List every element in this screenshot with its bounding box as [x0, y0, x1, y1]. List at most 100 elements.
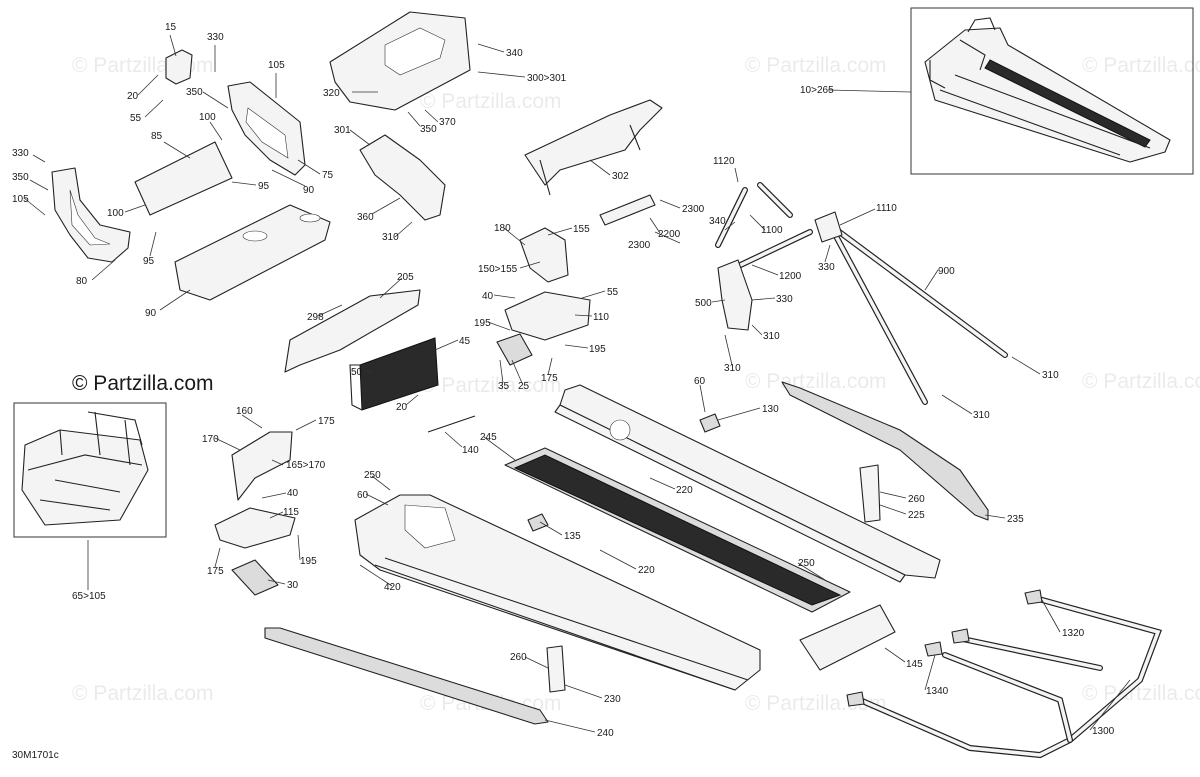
callout-label: 230: [604, 694, 621, 705]
callout-label: 250: [364, 470, 381, 481]
callout-label: 1320: [1062, 628, 1085, 639]
callout-label: 100: [107, 208, 124, 219]
callout-label: 330: [12, 148, 29, 159]
callout-label: 105: [12, 194, 29, 205]
watermark-text: © Partzilla.com: [745, 370, 887, 393]
callout-label: 500: [695, 298, 712, 309]
watermark-text: © Partzilla.com: [420, 90, 562, 113]
callout-label: 2300: [682, 204, 705, 215]
watermark-text: © Partzilla.com: [745, 54, 887, 77]
callout-label: 65>105: [72, 591, 106, 602]
callout-label: 220: [676, 485, 693, 496]
callout-labels: 15 330 105 20 55 350 100 85 330 350 105 …: [12, 22, 1115, 739]
callout-label: 45: [459, 336, 471, 347]
callout-label: 225: [908, 510, 925, 521]
callout-label: 25: [518, 381, 530, 392]
figure-code: 30M1701c: [12, 750, 59, 761]
callout-label: 310: [724, 363, 741, 374]
callout-label: 320: [323, 88, 340, 99]
callout-label: 350: [186, 87, 203, 98]
callout-label: 330: [776, 294, 793, 305]
callout-label: 900: [938, 266, 955, 277]
callout-label: 105: [268, 60, 285, 71]
callout-label: 10>265: [800, 85, 834, 96]
callout-label: 1300: [1092, 726, 1115, 737]
watermark-text: © Partzilla.com: [72, 682, 214, 705]
callout-label: 165>170: [286, 460, 326, 471]
callout-label: 55: [130, 113, 142, 124]
callout-label: 2200: [658, 229, 681, 240]
callout-label: 30: [287, 580, 299, 591]
callout-label: 155: [573, 224, 590, 235]
inset-assembly-65-105: [13, 402, 167, 538]
callout-label: 300>301: [527, 73, 567, 84]
callout-label: 135: [564, 531, 581, 542]
leader-lines: [23, 34, 1131, 733]
callout-label: 220: [638, 565, 655, 576]
callout-label: 60: [357, 490, 369, 501]
callout-label: 140: [462, 445, 479, 456]
callout-label: 310: [763, 331, 780, 342]
callout-label: 235: [1007, 514, 1024, 525]
callout-label: 302: [612, 171, 629, 182]
watermark-text: © Partzilla.com: [1082, 370, 1200, 393]
callout-label: 1340: [926, 686, 949, 697]
callout-label: 340: [709, 216, 726, 227]
callout-label: 60: [694, 376, 706, 387]
callout-label: 55: [607, 287, 619, 298]
callout-label: 298: [307, 312, 324, 323]
callout-label: 175: [207, 566, 224, 577]
callout-label: 175: [541, 373, 558, 384]
callout-label: 15: [165, 22, 177, 33]
callout-label: 1200: [779, 271, 802, 282]
inset-assembly-10-265: [910, 7, 1194, 175]
callout-label: 310: [1042, 370, 1059, 381]
brand-watermark: © Partzilla.com: [72, 372, 214, 395]
callout-label: 175: [318, 416, 335, 427]
callout-label: 1110: [876, 203, 897, 214]
callout-label: 195: [589, 344, 606, 355]
callout-label: 310: [973, 410, 990, 421]
callout-label: 310: [382, 232, 399, 243]
callout-label: 260: [908, 494, 925, 505]
callout-label: 260: [510, 652, 527, 663]
callout-label: 245: [480, 432, 497, 443]
callout-label: 150>155: [478, 264, 518, 275]
callout-label: 160: [236, 406, 253, 417]
callout-label: 1120: [713, 156, 735, 167]
watermark-text: © Partzilla.com: [1082, 682, 1200, 705]
callout-label: 205: [397, 272, 414, 283]
callout-label: 250: [798, 558, 815, 569]
callout-label: 240: [597, 728, 614, 739]
callout-label: 35: [498, 381, 510, 392]
callout-label: 2300: [628, 240, 651, 251]
callout-label: 115: [283, 507, 299, 518]
callout-label: 301: [334, 125, 351, 136]
callout-label: 90: [145, 308, 157, 319]
callout-label: 95: [258, 181, 270, 192]
callout-label: 420: [384, 582, 401, 593]
callout-label: 350: [12, 172, 29, 183]
callout-label: 195: [474, 318, 491, 329]
callout-label: 370: [439, 117, 456, 128]
watermark-text: © Partzilla.com: [420, 374, 562, 397]
callout-label: 330: [818, 262, 835, 273]
part-shapes: [51, 11, 1162, 759]
callout-label: 110: [593, 312, 609, 323]
callout-label: 145: [906, 659, 923, 670]
callout-label: 360: [357, 212, 374, 223]
callout-label: 80: [76, 276, 88, 287]
callout-label: 90: [303, 185, 315, 196]
callout-label: 20: [396, 402, 408, 413]
callout-label: 40: [482, 291, 494, 302]
callout-label: 350: [420, 124, 437, 135]
callout-label: 95: [143, 256, 155, 267]
callout-label: 85: [151, 131, 163, 142]
callout-label: 20: [127, 91, 139, 102]
callout-label: 195: [300, 556, 317, 567]
callout-label: 340: [506, 48, 523, 59]
callout-label: 75: [322, 170, 334, 181]
callout-label: 180: [494, 223, 511, 234]
callout-label: 1100: [761, 225, 783, 236]
